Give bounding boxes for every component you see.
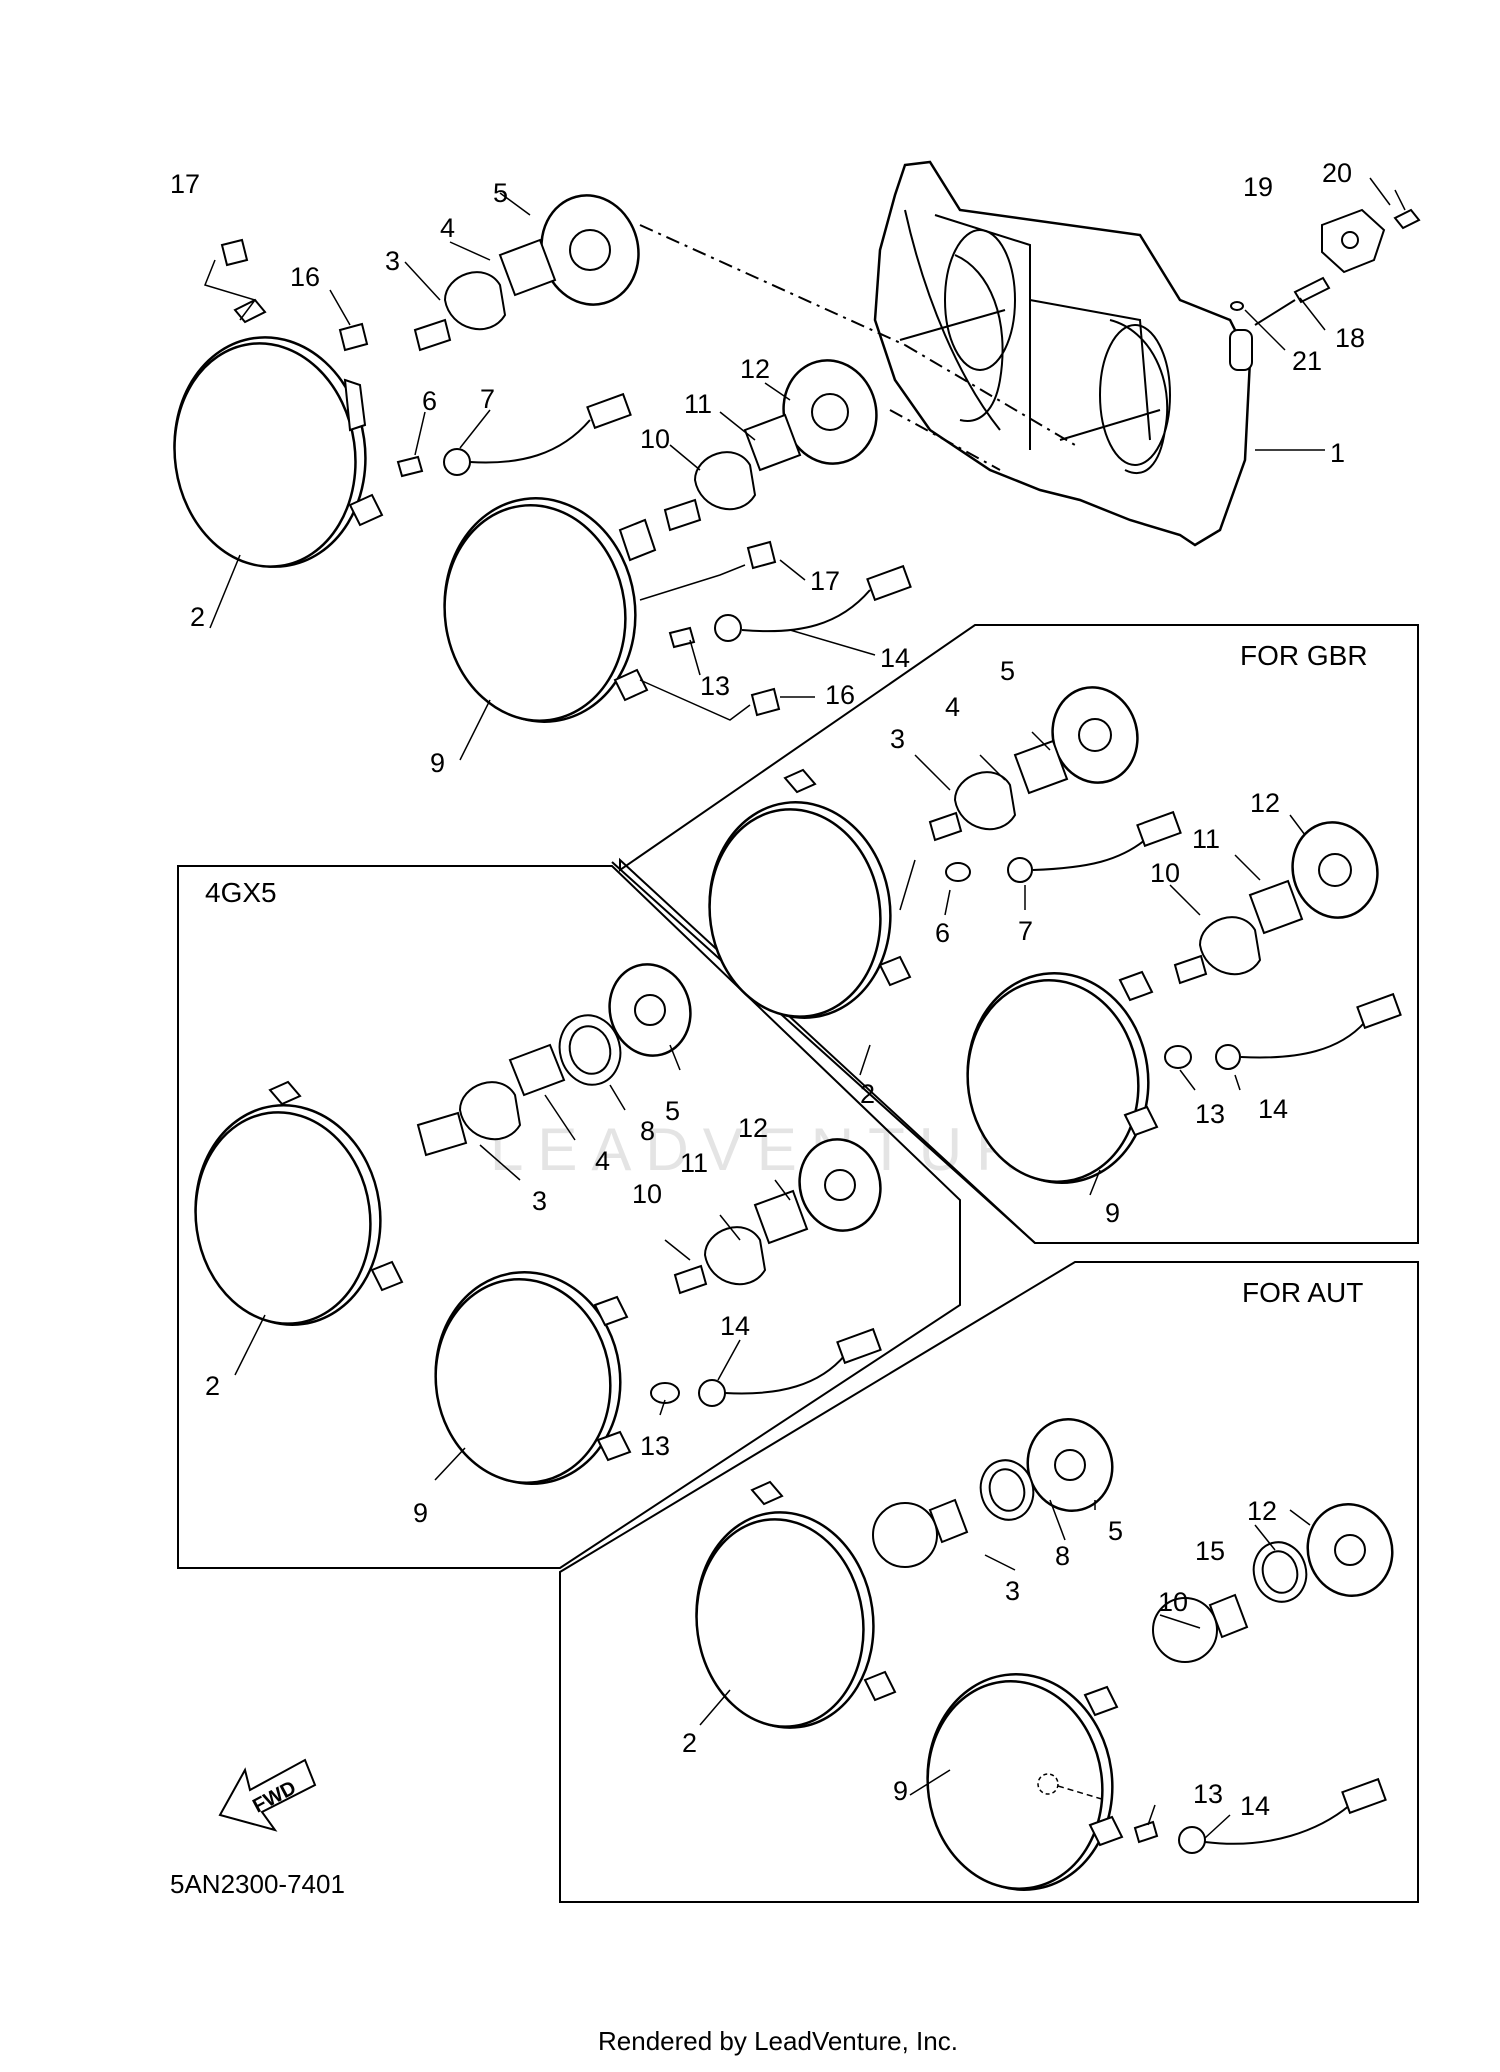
callout-gbr-4: 4	[945, 692, 960, 722]
clips	[203, 238, 815, 721]
callout-gx5-14: 14	[720, 1311, 750, 1341]
callout-aut-12: 12	[1247, 1496, 1277, 1526]
callout-main-3: 3	[385, 246, 400, 276]
callout-gx5-13: 13	[640, 1431, 670, 1461]
footer-credit: Rendered by LeadVenture, Inc.	[598, 2026, 958, 2056]
callout-gx5-8: 8	[640, 1116, 655, 1146]
callout-main-4: 4	[440, 213, 455, 243]
callout-main-2: 2	[190, 602, 205, 632]
section-gbr: FOR GBR	[708, 640, 1402, 1228]
callout-aut-10: 10	[1158, 1587, 1188, 1617]
position-bulb-cords	[396, 392, 912, 676]
callout-gx5-9: 9	[413, 1498, 428, 1528]
callout-aut-14: 14	[1240, 1791, 1270, 1821]
callout-gx5-5: 5	[665, 1096, 680, 1126]
section-aut: FOR AUT 2 3	[682, 1277, 1394, 1891]
callout-gx5-11: 11	[680, 1148, 708, 1178]
callout-main-20: 20	[1322, 158, 1352, 188]
callout-aut-5: 5	[1108, 1516, 1123, 1546]
callout-aut-13: 13	[1193, 1779, 1223, 1809]
callout-gbr-5: 5	[1000, 656, 1015, 686]
callout-aut-2: 2	[682, 1728, 697, 1758]
callout-gbr-12: 12	[1250, 788, 1280, 818]
callout-aut-3: 3	[1005, 1576, 1020, 1606]
section-4gx5: 4GX5 2 3 4	[194, 877, 882, 1528]
adjusting-screw	[1230, 177, 1421, 451]
callout-gbr-3: 3	[890, 724, 905, 754]
callout-main-19: 19	[1243, 172, 1273, 202]
callout-gbr-11: 11	[1192, 824, 1220, 854]
diagram-code: 5AN2300-7401	[170, 1869, 345, 1899]
bulb-assembly-right	[663, 359, 878, 532]
callout-main-13: 13	[700, 671, 730, 701]
callout-main-16: 16	[825, 680, 855, 710]
callout-aut-9: 9	[893, 1776, 908, 1806]
section-frame-4gx5	[177, 865, 961, 1569]
section-label-gbr: FOR GBR	[1240, 640, 1368, 671]
fwd-arrow: FWD	[218, 1758, 317, 1832]
watermark-text: LEADVENTURE	[490, 1116, 1087, 1183]
section-frame-aut	[559, 1261, 1419, 1903]
callout-main-14: 14	[880, 643, 910, 673]
callout-gbr-9: 9	[1105, 1198, 1120, 1228]
callout-main-17: 17	[170, 169, 200, 199]
callout-gbr-6: 6	[935, 918, 950, 948]
main-assembly: 1 2 3 4 5 6 7 9 10 11 12 13 14 16 16 17 …	[170, 158, 1421, 778]
callout-main-7: 7	[480, 384, 495, 414]
callout-main-21: 21	[1292, 346, 1322, 376]
callout-main-12: 12	[740, 354, 770, 384]
callout-gx5-3: 3	[532, 1186, 547, 1216]
callout-main-6: 6	[422, 386, 437, 416]
callout-main-5: 5	[493, 178, 508, 208]
section-label-4gx5: 4GX5	[205, 877, 277, 908]
callout-gbr-2: 2	[860, 1079, 875, 1109]
callout-gbr-14: 14	[1258, 1094, 1288, 1124]
headlight-housing	[873, 160, 1253, 547]
callout-gx5-2: 2	[205, 1371, 220, 1401]
headlight-right	[443, 497, 657, 761]
callout-main-16: 16	[290, 262, 320, 292]
callout-gbr-7: 7	[1018, 916, 1033, 946]
callout-aut-8: 8	[1055, 1541, 1070, 1571]
callout-main-1: 1	[1330, 438, 1345, 468]
bulb-assembly-left	[404, 192, 640, 352]
callout-aut-15: 15	[1195, 1536, 1225, 1566]
callout-main-9: 9	[430, 748, 445, 778]
callout-main-17: 17	[810, 566, 840, 596]
callout-main-11: 11	[684, 389, 712, 419]
callout-gx5-12: 12	[738, 1113, 768, 1143]
callout-gx5-4: 4	[595, 1146, 610, 1176]
section-frame-gbr-outline	[611, 624, 1419, 1244]
callout-main-10: 10	[640, 424, 670, 454]
callout-main-18: 18	[1335, 323, 1365, 353]
callout-gx5-10: 10	[632, 1179, 662, 1209]
callout-gbr-10: 10	[1150, 858, 1180, 888]
section-label-aut: FOR AUT	[1242, 1277, 1363, 1308]
callout-gbr-13: 13	[1195, 1099, 1225, 1129]
